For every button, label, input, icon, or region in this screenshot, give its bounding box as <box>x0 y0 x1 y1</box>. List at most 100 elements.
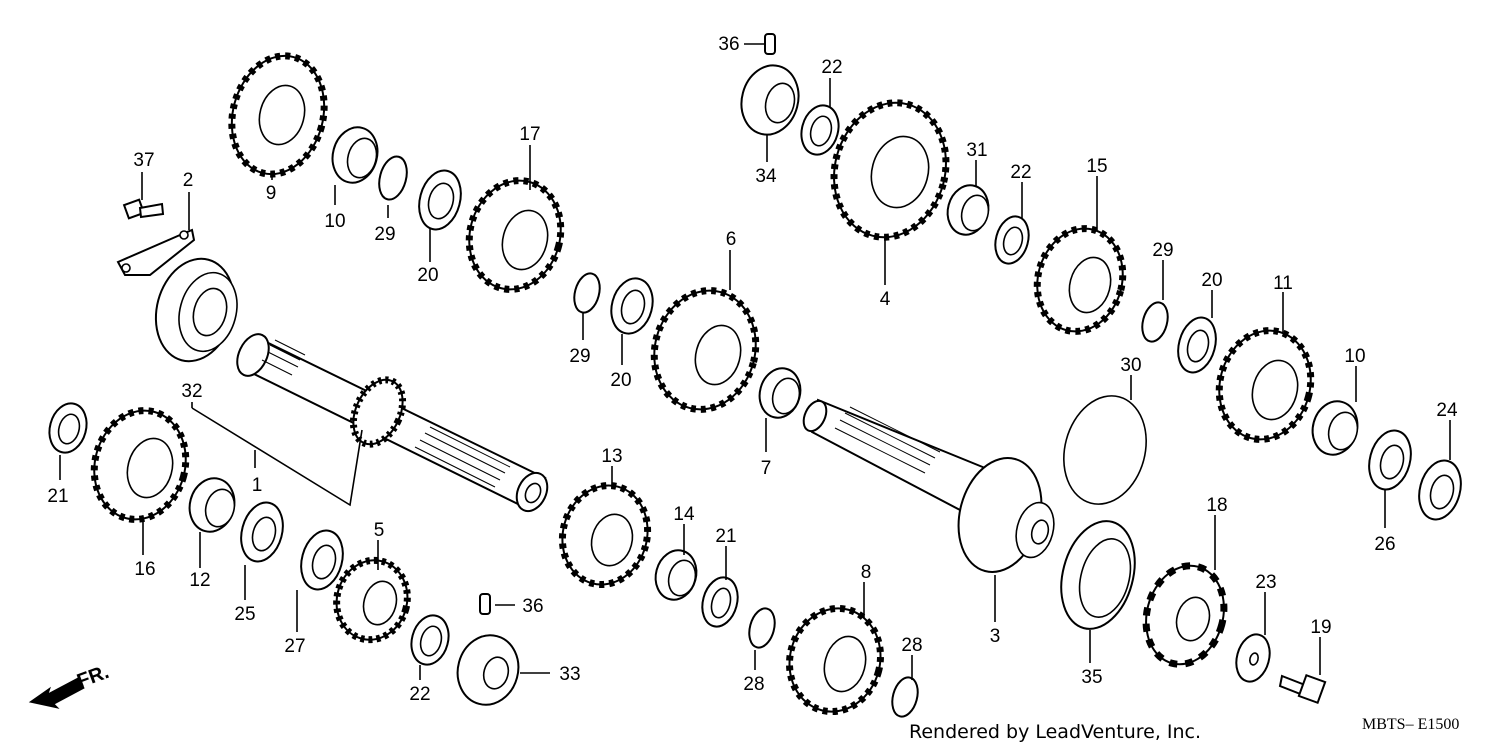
washer-20-mid <box>610 277 654 335</box>
label-11: 11 <box>1273 273 1293 294</box>
label-20-top: 20 <box>417 265 438 286</box>
lock-washer-27 <box>300 529 344 591</box>
front-direction-arrow: FR. <box>28 661 112 709</box>
washer-22-lower <box>410 614 450 666</box>
lock-washer-24 <box>1418 459 1462 521</box>
label-10-top: 10 <box>324 211 345 232</box>
label-29-right: 29 <box>1152 240 1173 261</box>
label-36-lower: 36 <box>522 596 543 617</box>
label-21-mid: 21 <box>715 526 736 547</box>
label-29-top: 29 <box>374 224 395 245</box>
bushing-7 <box>758 367 802 419</box>
label-34: 34 <box>755 166 777 187</box>
label-12: 12 <box>189 570 210 591</box>
label-31: 31 <box>966 140 987 161</box>
washer-23 <box>1235 633 1271 683</box>
lock-washer-25 <box>240 501 284 563</box>
label-15: 15 <box>1086 156 1107 177</box>
label-18: 18 <box>1206 495 1227 516</box>
label-6: 6 <box>726 229 737 250</box>
dowel-pin-36-lower <box>479 593 491 615</box>
label-9: 9 <box>266 183 277 204</box>
label-21-left: 21 <box>47 486 68 507</box>
needle-bearing-12 <box>188 477 236 533</box>
label-23: 23 <box>1255 572 1276 593</box>
label-27: 27 <box>284 636 305 657</box>
label-3: 3 <box>990 626 1001 647</box>
label-20-mid: 20 <box>610 370 631 391</box>
label-8: 8 <box>861 562 872 583</box>
label-26: 26 <box>1374 534 1395 555</box>
label-22-right: 22 <box>1010 162 1031 183</box>
label-29-mid: 29 <box>569 346 590 367</box>
washer-22-right <box>994 215 1030 265</box>
snap-ring-28-right <box>891 676 919 718</box>
gear-13 <box>558 481 652 589</box>
label-22-top: 22 <box>821 57 842 78</box>
gear-16 <box>90 407 190 523</box>
label-35: 35 <box>1081 667 1102 688</box>
collar-34 <box>740 64 800 136</box>
label-10-right: 10 <box>1344 346 1365 367</box>
label-30: 30 <box>1120 355 1141 376</box>
label-24: 24 <box>1436 400 1458 421</box>
washer-22-top <box>800 104 840 156</box>
label-13: 13 <box>601 446 622 467</box>
label-17: 17 <box>519 124 540 145</box>
snap-ring-29-right <box>1141 301 1169 343</box>
needle-bearing-10-right <box>1311 400 1359 456</box>
label-5: 5 <box>374 520 385 541</box>
direction-label: FR. <box>74 661 112 693</box>
callout-labels: 37 2 9 10 29 20 17 29 20 6 7 36 22 34 4 … <box>47 34 1458 705</box>
label-4: 4 <box>880 289 891 310</box>
collar-33 <box>456 634 520 706</box>
diagram-code: MBTS– E1500 <box>1362 716 1459 733</box>
label-1: 1 <box>252 475 263 496</box>
label-2: 2 <box>183 170 194 191</box>
snap-ring-30 <box>1063 395 1147 505</box>
bushing-14 <box>654 549 698 601</box>
bearing-32 <box>154 257 238 363</box>
gear-5 <box>333 556 411 644</box>
bolt-37 <box>122 198 165 220</box>
needle-bearing-31 <box>946 184 990 236</box>
needle-bearing-10-top <box>331 126 379 184</box>
gear-9 <box>228 52 328 178</box>
lock-washer-26 <box>1368 429 1412 491</box>
washer-20-right <box>1177 316 1217 374</box>
gear-17 <box>465 177 565 293</box>
gear-6 <box>650 287 760 413</box>
label-32: 32 <box>181 381 202 402</box>
bolt-19 <box>1278 673 1327 705</box>
dowel-pin-36-top <box>764 33 776 55</box>
snap-ring-29-mid <box>573 272 601 314</box>
credit-text: Rendered by LeadVenture, Inc. <box>909 721 1201 743</box>
drive-sprocket-18 <box>1142 562 1228 668</box>
label-16: 16 <box>134 559 155 580</box>
label-14: 14 <box>673 504 695 525</box>
snap-ring-29-top <box>378 155 408 201</box>
label-7: 7 <box>761 458 772 479</box>
gear-4 <box>830 99 950 241</box>
label-28-mid: 28 <box>743 674 764 695</box>
arrow-icon <box>28 677 85 709</box>
label-37: 37 <box>133 150 154 171</box>
washer-21-mid <box>701 576 739 628</box>
gear-11 <box>1215 327 1315 443</box>
mainshaft <box>236 333 549 513</box>
label-25: 25 <box>234 604 255 625</box>
label-22-lower: 22 <box>409 684 430 705</box>
washer-20-top <box>418 169 462 231</box>
label-36-top: 36 <box>718 34 739 55</box>
label-19: 19 <box>1310 617 1331 638</box>
label-20-right: 20 <box>1201 270 1222 291</box>
setting-plate-2 <box>116 228 196 276</box>
bearing-35 <box>1060 520 1136 630</box>
snap-ring-28-mid <box>748 607 776 649</box>
washer-21-left <box>48 402 88 454</box>
leader-lines <box>59 43 1451 680</box>
label-33: 33 <box>559 664 580 685</box>
gear-8 <box>785 604 885 716</box>
